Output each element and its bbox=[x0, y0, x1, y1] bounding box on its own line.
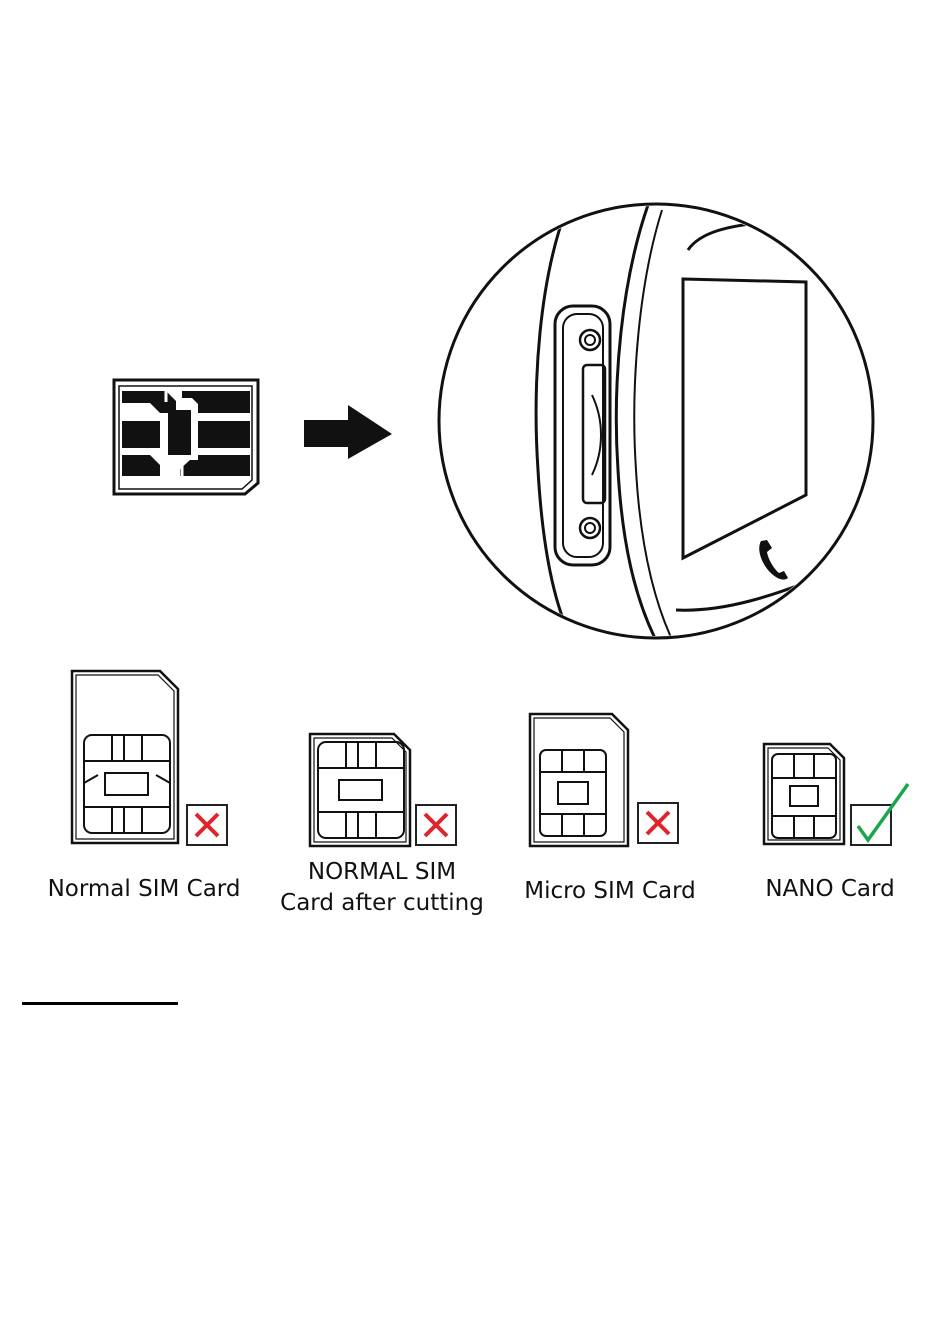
cross-icon bbox=[417, 806, 455, 844]
normal-sim-status-box bbox=[186, 804, 228, 846]
normal-cut-status-box bbox=[415, 804, 457, 846]
card-label-line: NORMAL SIM bbox=[272, 857, 492, 888]
card-label-line: NANO Card bbox=[735, 874, 925, 905]
card-label-normal: Normal SIM Card bbox=[40, 874, 248, 905]
card-label-line: Card after cutting bbox=[272, 888, 492, 919]
card-label-normal-cut: NORMAL SIM Card after cutting bbox=[272, 857, 492, 919]
sim-insert-illustration bbox=[0, 0, 950, 660]
cross-icon bbox=[639, 804, 677, 842]
nano-sim-status-box bbox=[850, 804, 892, 846]
arrow-right-icon bbox=[304, 405, 392, 459]
section-underline-rule bbox=[22, 1002, 178, 1005]
card-label-micro: Micro SIM Card bbox=[505, 876, 715, 907]
sim-chip bbox=[318, 742, 404, 838]
micro-sim-card-drawing bbox=[524, 710, 634, 852]
normal-sim-card-drawing bbox=[60, 665, 190, 855]
nano-sim-card bbox=[114, 380, 258, 494]
card-label-line: Normal SIM Card bbox=[40, 874, 248, 905]
card-label-nano: NANO Card bbox=[735, 874, 925, 905]
nano-sim-card-drawing bbox=[760, 740, 850, 850]
sim-chip bbox=[772, 754, 836, 838]
magnified-device-view bbox=[439, 204, 900, 648]
sim-chip bbox=[540, 750, 606, 836]
sim-chip bbox=[84, 735, 170, 833]
card-label-line: Micro SIM Card bbox=[505, 876, 715, 907]
phone-handset-icon bbox=[759, 540, 788, 580]
micro-sim-status-box bbox=[637, 802, 679, 844]
cross-icon bbox=[188, 806, 226, 844]
sim-chip bbox=[122, 391, 250, 476]
normal-sim-cut-drawing bbox=[302, 728, 417, 853]
check-icon bbox=[852, 806, 890, 844]
